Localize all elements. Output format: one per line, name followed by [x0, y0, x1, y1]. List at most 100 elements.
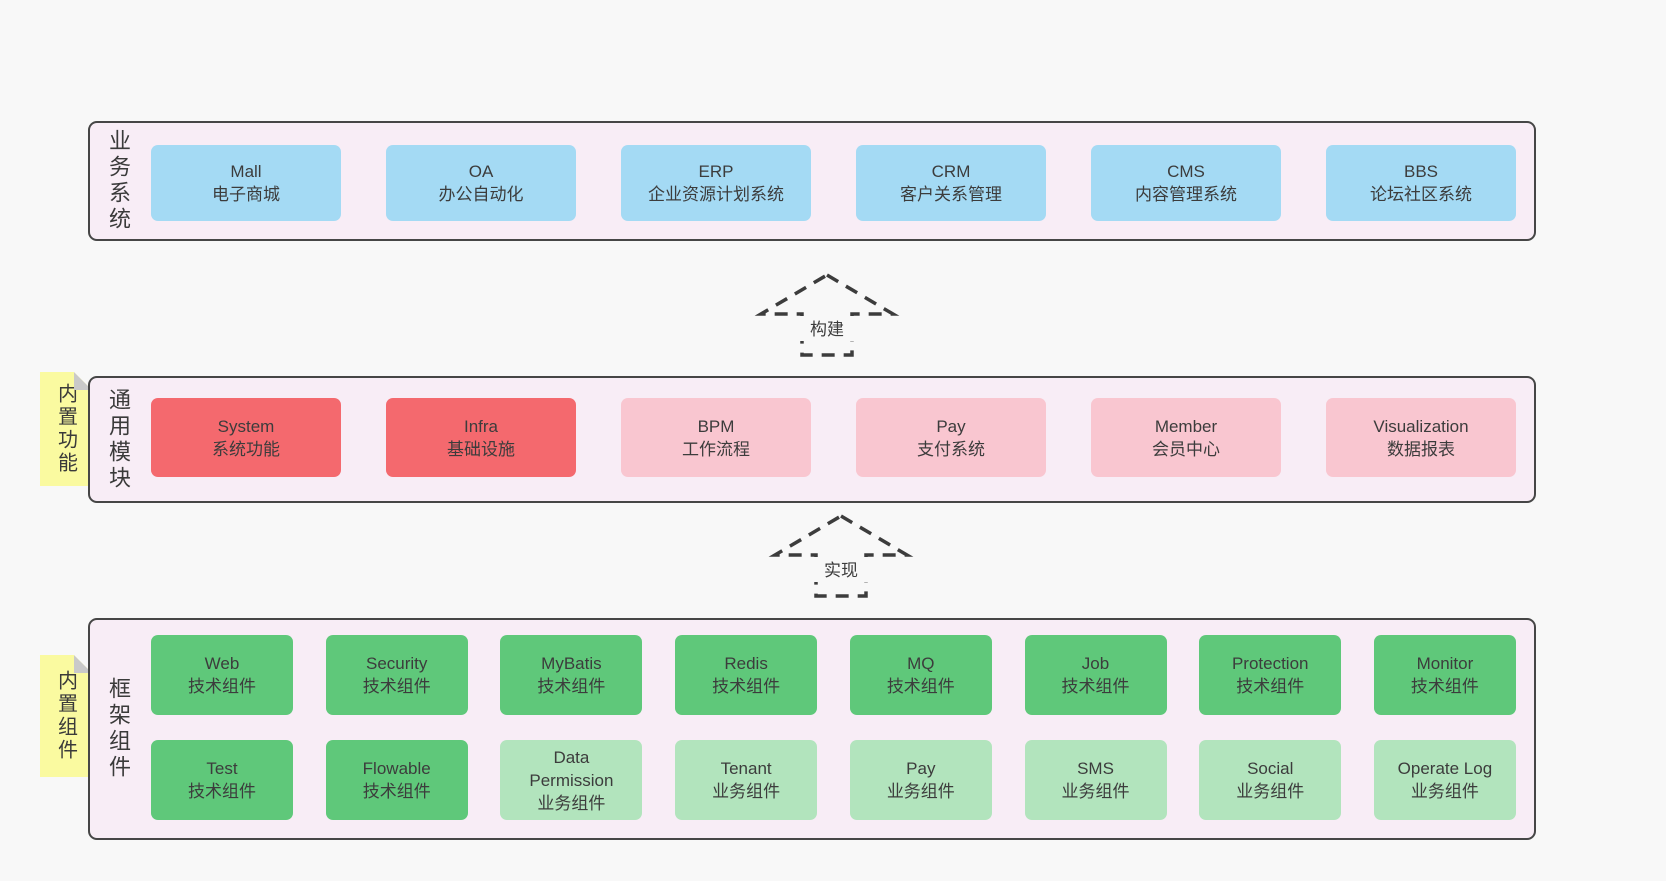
box-data-permission: Data Permission 业务组件: [500, 740, 643, 820]
box-test: Test 技术组件: [151, 740, 293, 820]
box-row: Test 技术组件 Flowable 技术组件 Data Permission 业务组件 T…: [151, 740, 1516, 820]
box-mq: MQ 技术组件: [849, 635, 992, 715]
box-desc: 业务组件: [1236, 782, 1305, 801]
box-name: Social: [1247, 759, 1294, 778]
box-desc: 技术组件: [188, 677, 256, 696]
box-desc: 技术组件: [712, 677, 781, 696]
box-name: MQ: [907, 654, 935, 673]
box-name: MyBatis: [541, 654, 602, 673]
arrow-outline: [768, 513, 914, 598]
box-crm: CRM 客户关系管理: [856, 145, 1046, 221]
box-name: Web: [204, 654, 240, 673]
box-name: ERP: [698, 162, 734, 181]
sticky-note-builtin-features: 内置功能: [40, 372, 92, 486]
box-desc: 业务组件: [1410, 782, 1479, 801]
box-desc: 技术组件: [188, 782, 256, 801]
box-name: CMS: [1167, 162, 1205, 181]
box-name: Data Permission: [529, 747, 614, 790]
sticky-note-builtin-components: 内置组件: [40, 655, 92, 777]
box-name: Operate Log: [1397, 759, 1493, 778]
box-infra: Infra 基础设施: [386, 398, 576, 477]
box-name: Flowable: [362, 759, 431, 778]
box-job: Job 技术组件: [1024, 635, 1167, 715]
layer-common-modules: 通用模块 System 系统功能 Infra 基础设施 BPM 工作流程 Pay 支付系统 Me…: [88, 376, 1536, 503]
layer-label: 通用模块: [106, 387, 131, 492]
box-system: System 系统功能: [151, 398, 341, 477]
box-desc: 支付系统: [917, 439, 985, 459]
box-desc: 数据报表: [1387, 439, 1455, 459]
box-name: Member: [1154, 416, 1218, 436]
box-name: BPM: [697, 416, 735, 436]
box-desc: 业务组件: [886, 782, 955, 801]
box-desc: 技术组件: [1061, 677, 1130, 696]
dashed-up-arrow-build: 构建: [754, 272, 900, 357]
box-desc: 技术组件: [362, 782, 431, 801]
box-redis: Redis 技术组件: [675, 635, 818, 715]
box-name: Test: [206, 759, 238, 778]
box-name: System: [217, 416, 275, 436]
box-pay: Pay 业务组件: [849, 740, 992, 820]
arrow-label: 实现: [824, 561, 858, 580]
layer-business-systems: 业务系统 Mall 电子商城 OA 办公自动化 ERP 企业资源计划系统 CRM 客户关系管理…: [88, 121, 1536, 241]
box-desc: 系统功能: [212, 439, 280, 459]
box-desc: 业务组件: [1061, 782, 1130, 801]
box-desc: 基础设施: [447, 439, 515, 459]
box-mybatis: MyBatis 技术组件: [500, 635, 643, 715]
box-name: Infra: [463, 416, 499, 436]
layer-label: 框架组件: [106, 677, 131, 781]
box-name: OA: [468, 162, 494, 181]
box-pay: Pay 支付系统: [856, 398, 1046, 477]
box-name: SMS: [1077, 759, 1114, 778]
box-desc: 内容管理系统: [1135, 185, 1237, 204]
box-desc: 技术组件: [1236, 677, 1305, 696]
box-name: Security: [365, 654, 428, 673]
box-protection: Protection 技术组件: [1199, 635, 1342, 715]
box-name: Pay: [906, 759, 936, 778]
box-desc: 技术组件: [886, 677, 955, 696]
box-desc: 电子商城: [212, 185, 280, 204]
box-operate-log: Operate Log 业务组件: [1373, 740, 1516, 820]
box-name: BBS: [1403, 162, 1439, 181]
arrow-label-bg: [810, 557, 872, 582]
box-desc: 办公自动化: [438, 185, 524, 204]
box-desc: 客户关系管理: [900, 185, 1002, 204]
box-name: Protection: [1231, 654, 1309, 673]
box-name: Mall: [230, 162, 262, 181]
box-name: Monitor: [1416, 654, 1474, 673]
box-name: Pay: [936, 416, 966, 436]
box-desc: 工作流程: [682, 439, 750, 459]
dashed-up-arrow-implement: 实现: [768, 513, 914, 598]
sticky-label: 内置功能: [54, 383, 77, 475]
arrow-label: 构建: [810, 320, 844, 339]
arrow-label-bg: [796, 316, 858, 341]
box-desc: 企业资源计划系统: [648, 185, 784, 204]
box-oa: OA 办公自动化: [386, 145, 576, 221]
box-cms: CMS 内容管理系统: [1091, 145, 1281, 221]
box-sms: SMS 业务组件: [1024, 740, 1167, 820]
box-mall: Mall 电子商城: [151, 145, 341, 221]
box-desc: 技术组件: [537, 677, 606, 696]
layer-content: Mall 电子商城 OA 办公自动化 ERP 企业资源计划系统 CRM 客户关系管理 CMS 内容…: [151, 123, 1516, 239]
box-desc: 业务组件: [537, 793, 606, 813]
box-flowable: Flowable 技术组件: [325, 740, 468, 820]
box-web: Web 技术组件: [151, 635, 293, 715]
sticky-label: 内置组件: [54, 670, 77, 762]
layer-label: 业务系统: [106, 129, 131, 233]
box-name: CRM: [931, 162, 971, 181]
box-name: Redis: [724, 654, 768, 673]
box-row: Mall 电子商城 OA 办公自动化 ERP 企业资源计划系统 CRM 客户关系管理 CMS 内容…: [151, 145, 1516, 221]
box-erp: ERP 企业资源计划系统: [621, 145, 811, 221]
box-name: Job: [1081, 654, 1110, 673]
